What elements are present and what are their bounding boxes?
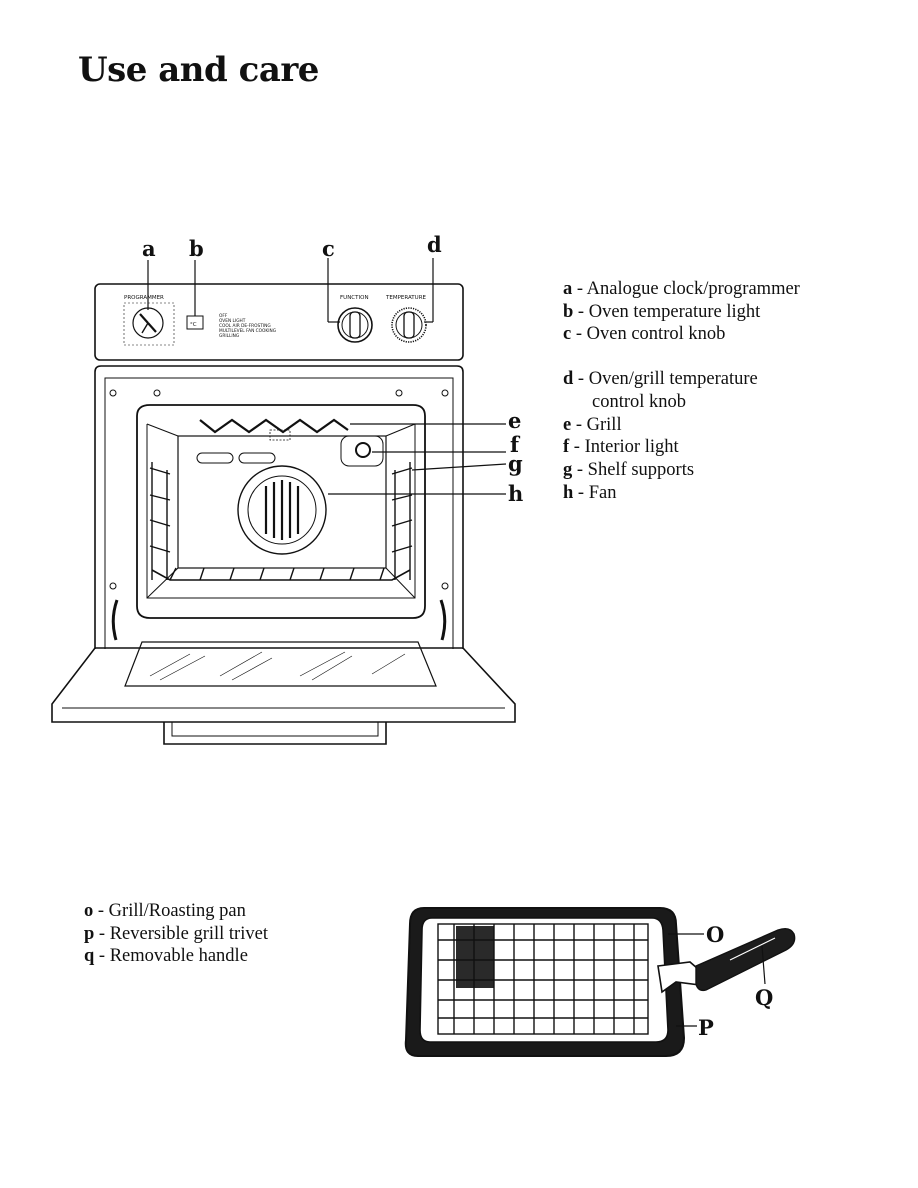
function-label: FUNCTION xyxy=(340,295,369,301)
legend-item-a: a - Analogue clock/programmer xyxy=(563,279,800,299)
oven-legend: a - Analogue clock/programmer b - Oven t… xyxy=(563,278,800,504)
legend-item-d-continued: control knob xyxy=(592,391,687,412)
oven-door xyxy=(51,647,516,723)
programmer-label: PROGRAMMER xyxy=(124,295,164,301)
legend-item-b: b - Oven temperature light xyxy=(563,301,761,322)
callout-e: e xyxy=(508,408,521,433)
callout-g: g xyxy=(508,451,523,476)
legend-item-p: p - Reversible grill trivet xyxy=(84,923,268,944)
door-handle xyxy=(163,722,387,745)
oven-body xyxy=(94,365,464,649)
pan-callout-o: O xyxy=(706,922,724,947)
mode-off: OFF xyxy=(219,313,228,319)
pan-legend: o - Grill/Roasting pan p - Reversible gr… xyxy=(84,900,268,968)
fan xyxy=(237,465,327,555)
callout-h: h xyxy=(508,481,523,506)
callout-f: f xyxy=(510,432,521,457)
page-title: Use and care xyxy=(78,50,319,90)
pan-callout-p: P xyxy=(698,1015,714,1040)
mode-fan-cooking: MULTILEVEL FAN COOKING xyxy=(219,328,276,334)
control-panel xyxy=(94,283,464,361)
legend-item-f: f - Interior light xyxy=(563,437,679,458)
cavity-back xyxy=(177,435,387,569)
door-glass xyxy=(124,641,437,687)
callout-c: c xyxy=(322,236,335,261)
callout-d: d xyxy=(427,232,442,257)
function-knob[interactable] xyxy=(337,307,373,343)
callout-b: b xyxy=(189,236,204,261)
legend-item-o: o - Grill/Roasting pan xyxy=(84,901,246,921)
shelf-supports-right xyxy=(391,462,413,580)
grill-trivet xyxy=(437,923,649,1035)
legend-item-h: h - Fan xyxy=(563,482,617,503)
interior-light xyxy=(355,442,371,458)
legend-item-g: g - Shelf supports xyxy=(563,459,695,480)
temperature-label: TEMPERATURE xyxy=(385,295,427,301)
legend-item-q: q - Removable handle xyxy=(84,946,248,967)
grill-element xyxy=(199,418,349,434)
legend-item-e: e - Grill xyxy=(563,414,622,435)
mode-defrosting: COOL AIR DE-FROSTING xyxy=(219,323,271,329)
mode-oven-light: OVEN LIGHT xyxy=(219,318,246,324)
removable-handle xyxy=(695,927,796,992)
mode-grilling: GRILLING xyxy=(219,333,239,339)
roasting-pan-diagram: O Q P xyxy=(404,907,796,1057)
callout-a: a xyxy=(142,236,156,261)
shelf-supports-left xyxy=(149,462,171,580)
pan-callout-q: Q xyxy=(755,985,773,1010)
temperature-knob[interactable] xyxy=(391,307,427,343)
temperature-light-label: °C xyxy=(190,322,197,328)
legend-item-c: c - Oven control knob xyxy=(563,324,726,345)
legend-item-d: d - Oven/grill temperature xyxy=(563,369,758,390)
oven-cavity xyxy=(136,404,426,619)
